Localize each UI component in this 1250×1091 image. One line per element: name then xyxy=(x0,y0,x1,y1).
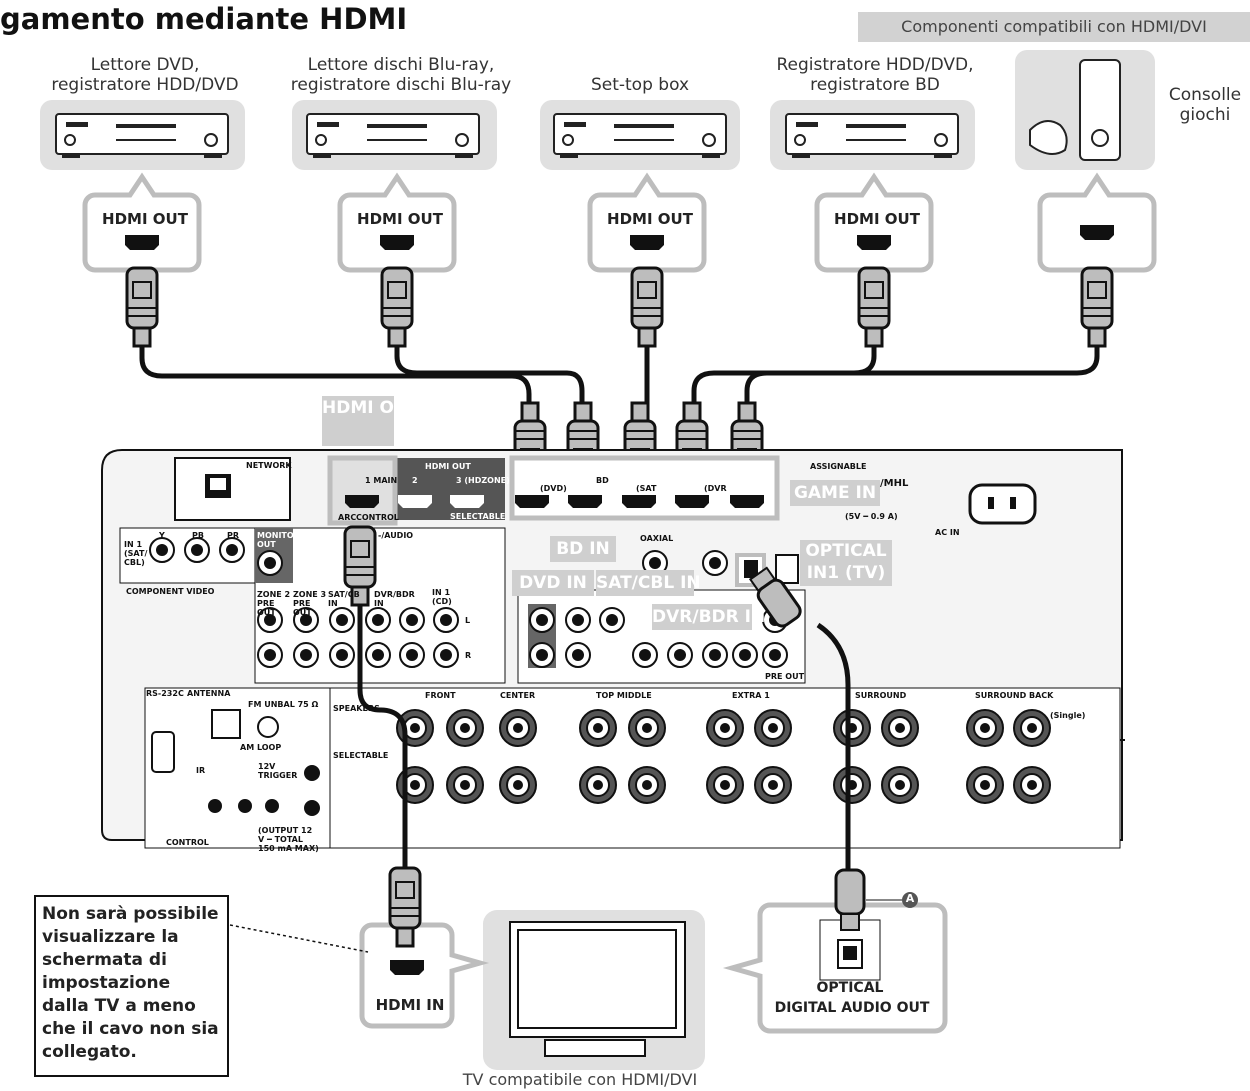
am-loop-label: AM LOOP xyxy=(240,743,281,752)
optical-in-tag: OPTICAL IN1 (TV) xyxy=(800,540,892,586)
bd-port-label: BD xyxy=(596,476,609,485)
hdmi-out-label-4: HDMI OUT xyxy=(827,210,927,228)
zone2-label: ZONE 2 PRE OUT xyxy=(257,590,291,617)
tv-caption: TV compatibile con HDMI/DVI xyxy=(420,1070,740,1089)
digital-audio-out-label: DIGITAL AUDIO OUT xyxy=(772,1000,932,1016)
hdzone-label: 3 (HDZONE) xyxy=(456,476,510,485)
sat-port-label: (SAT xyxy=(636,484,656,493)
l-label: L xyxy=(465,616,470,625)
trigger-label: 12V TRIGGER xyxy=(258,762,294,780)
hdmi-out-header: HDMI OUT xyxy=(425,462,471,471)
dvrbdr-in-tag: DVR/BDR IN xyxy=(652,604,752,630)
r-label: R xyxy=(465,651,471,660)
selectable2-label: SELECTABLE xyxy=(333,751,388,760)
bd-in-tag: BD IN xyxy=(550,536,616,562)
control-panel-label: CONTROL xyxy=(166,838,209,847)
satcbl-in-tag: SAT/CBL IN xyxy=(596,570,694,596)
antenna-label: ANTENNA xyxy=(187,689,230,698)
ac-in-label: AC IN xyxy=(935,528,960,537)
assignable-label: ASSIGNABLE xyxy=(810,462,866,471)
y-label: Y xyxy=(159,531,165,540)
port2-label: 2 xyxy=(412,476,418,485)
network-label: NETWORK xyxy=(246,461,292,470)
audio-label: -/AUDIO xyxy=(378,531,413,540)
in1-cd-label: IN 1 (CD) xyxy=(432,588,462,606)
ir-label: IR xyxy=(196,766,205,775)
dvr-port-label: (DVR xyxy=(704,484,727,493)
hdmi-out-tag: HDMI OUT xyxy=(322,396,394,446)
extra1-label: EXTRA 1 xyxy=(732,691,770,700)
hdmi-in-label: HDMI IN xyxy=(370,996,450,1014)
pre-out-label: PRE OUT xyxy=(765,672,804,681)
fm-label: FM UNBAL 75 Ω xyxy=(248,700,318,709)
optical-label: OPTICAL xyxy=(800,980,900,996)
front-label: FRONT xyxy=(425,691,456,700)
top-middle-label: TOP MIDDLE xyxy=(596,691,652,700)
dvd-in-tag: DVD IN xyxy=(512,570,594,596)
in1-sat-label: IN 1 (SAT/ CBL) xyxy=(124,540,152,567)
zone3-label: ZONE 3 PRE OUT xyxy=(293,590,327,617)
rs232c-label: RS-232C xyxy=(146,689,184,698)
mhl-label: /MHL xyxy=(880,478,908,489)
note-box: Non sarà possibile visualizzare la scher… xyxy=(34,895,229,1077)
hdmi-out-label-3: HDMI OUT xyxy=(600,210,700,228)
power-label: (5V ━ 0.9 A) xyxy=(845,512,898,521)
satcb-label: SAT/CB IN xyxy=(328,590,358,608)
single-label: (Single) xyxy=(1050,711,1085,720)
marker-a: A xyxy=(903,892,917,905)
pr-label: PR xyxy=(227,531,239,540)
control-label: CONTROL xyxy=(356,513,399,522)
output-label: (OUTPUT 12 V ━ TOTAL 150 mA MAX) xyxy=(258,826,320,853)
dvd-port-label: (DVD) xyxy=(540,484,567,493)
monitor-out-label: MONITOR OUT xyxy=(257,531,291,549)
arc-label: ARC xyxy=(338,513,356,522)
game-in-tag: GAME IN xyxy=(790,480,880,506)
hdmi-out-label-1: HDMI OUT xyxy=(95,210,195,228)
pb-label: PB xyxy=(192,531,204,540)
speakers-label: SPEAKERS xyxy=(333,704,380,713)
surround-back-label: SURROUND BACK xyxy=(975,691,1053,700)
selectable-label: SELECTABLE xyxy=(450,512,505,521)
hdmi-out-label-2: HDMI OUT xyxy=(350,210,450,228)
dvrbdr-audio-label: DVR/BDR IN xyxy=(374,590,414,608)
surround-label: SURROUND xyxy=(855,691,906,700)
component-video-label: COMPONENT VIDEO xyxy=(126,587,214,596)
center-label: CENTER xyxy=(500,691,535,700)
main-label: 1 MAIN xyxy=(365,476,397,485)
coaxial-label: OAXIAL xyxy=(640,534,673,543)
